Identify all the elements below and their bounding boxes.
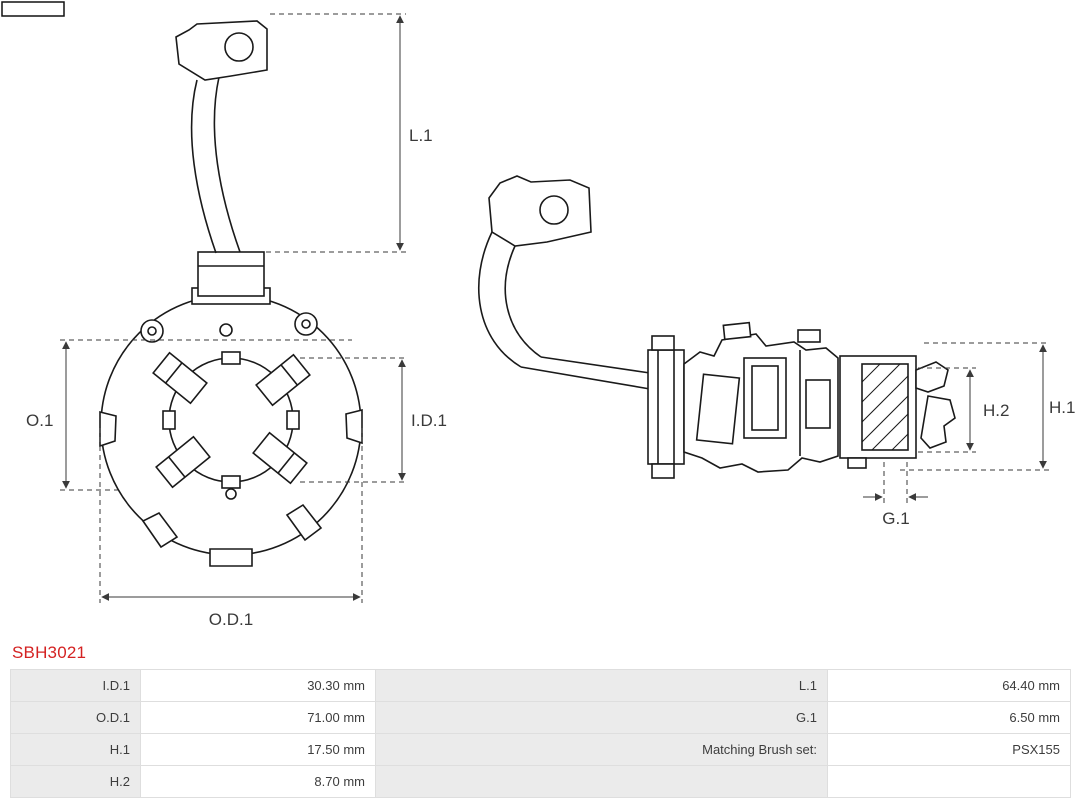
lead-wire xyxy=(213,76,241,253)
bracket-eyelet xyxy=(539,195,569,225)
box-foot xyxy=(847,457,867,469)
housing-detail xyxy=(695,373,741,445)
plate-notch-left xyxy=(99,410,117,448)
dimension-label-id1: I.D.1 xyxy=(411,411,447,430)
plate-tab-bottom xyxy=(209,548,253,567)
ring-notch-bottom xyxy=(221,475,241,489)
brush-box-bottom-left xyxy=(155,435,211,489)
plate-tab-bottom-left xyxy=(141,511,179,549)
ring-notch-top xyxy=(221,351,241,365)
flange-tab-top xyxy=(651,335,675,351)
clip-lower xyxy=(920,395,956,449)
part-number-row: SBH3021 xyxy=(12,641,1080,665)
housing-detail xyxy=(805,379,831,429)
table-row: I.D.1 30.30 mm L.1 64.40 mm xyxy=(10,669,1071,702)
lead-wire xyxy=(540,356,651,374)
side-view-drawing xyxy=(477,175,956,479)
housing-tab-top xyxy=(722,321,752,341)
hole-top xyxy=(219,323,233,337)
dimension-label-o1: O.1 xyxy=(26,411,53,430)
lead-wire xyxy=(504,245,542,358)
spec-value: 71.00 mm xyxy=(140,701,376,734)
dimension-label-h2: H.2 xyxy=(983,401,1009,420)
hatching xyxy=(861,363,909,451)
brush-box-bottom-right xyxy=(252,431,308,485)
lead-wire xyxy=(190,79,217,254)
plate-notch-right xyxy=(345,408,363,445)
flange-tab-bottom xyxy=(651,463,675,479)
dimension-label-h1: H.1 xyxy=(1049,398,1075,417)
lead-wire xyxy=(477,231,522,368)
front-view-drawing xyxy=(99,20,363,567)
spec-label: H.2 xyxy=(10,765,141,798)
spec-label: O.D.1 xyxy=(10,701,141,734)
table-row: H.1 17.50 mm Matching Brush set: PSX155 xyxy=(10,733,1071,766)
bracket-eyelet xyxy=(224,32,254,62)
specs-table: I.D.1 30.30 mm L.1 64.40 mm O.D.1 71.00 … xyxy=(10,669,1071,798)
ring-notch-right xyxy=(286,410,300,430)
spec-value: 64.40 mm xyxy=(827,669,1071,702)
spec-label: H.1 xyxy=(10,733,141,766)
corner-box xyxy=(1,1,65,17)
brush-box-top-right xyxy=(255,353,311,407)
plate-tab-bottom-right xyxy=(285,503,323,542)
ring-notch-left xyxy=(162,410,176,430)
spec-label: Matching Brush set: xyxy=(375,733,828,766)
connector-block xyxy=(197,251,265,297)
clip-upper xyxy=(915,361,949,393)
spec-label xyxy=(375,765,828,798)
dimension-label-od1: O.D.1 xyxy=(209,610,253,629)
dimension-label-g1: G.1 xyxy=(882,509,909,528)
lead-wire xyxy=(520,366,651,390)
part-number: SBH3021 xyxy=(12,643,87,662)
brush-box-top-left xyxy=(152,351,208,405)
spec-value xyxy=(827,765,1071,798)
spec-value: 30.30 mm xyxy=(140,669,376,702)
rivet-left-center xyxy=(147,326,157,336)
flange xyxy=(647,349,685,465)
technical-drawing: L.1 O.1 I.D.1 O.D.1 xyxy=(1,1,1075,629)
front-view-dimensions xyxy=(60,13,408,603)
spec-value: 6.50 mm xyxy=(827,701,1071,734)
spec-value: 8.70 mm xyxy=(140,765,376,798)
spec-label: I.D.1 xyxy=(10,669,141,702)
spec-value: PSX155 xyxy=(827,733,1071,766)
housing-tab-top xyxy=(797,329,821,343)
rivet-right-center xyxy=(301,319,311,329)
dimension-label-l1: L.1 xyxy=(409,126,433,145)
side-view-dimensions xyxy=(863,342,1049,505)
spec-label: L.1 xyxy=(375,669,828,702)
housing-detail xyxy=(751,365,779,431)
spec-value: 17.50 mm xyxy=(140,733,376,766)
table-row: H.2 8.70 mm xyxy=(10,765,1071,798)
table-row: O.D.1 71.00 mm G.1 6.50 mm xyxy=(10,701,1071,734)
hole-bottom xyxy=(225,488,237,500)
spec-label: G.1 xyxy=(375,701,828,734)
